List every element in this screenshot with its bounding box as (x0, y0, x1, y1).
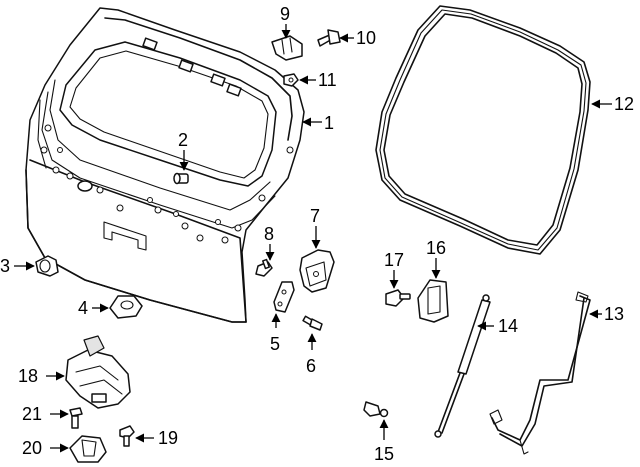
panel-holes (40, 124, 294, 244)
bolt-19 (119, 425, 135, 447)
bolt-17 (385, 289, 411, 307)
ball-stud (363, 401, 389, 418)
hinge-7 (299, 249, 335, 293)
callout-11: 11 (318, 70, 337, 90)
grommet (35, 255, 59, 277)
callout-21: 21 (22, 404, 42, 424)
callout-14: 14 (498, 316, 518, 336)
callout-labels: 1 2 3 4 5 6 7 8 9 10 11 12 13 14 15 16 1… (0, 4, 634, 464)
wire-harness (489, 291, 591, 455)
leader-lines (14, 24, 612, 453)
callout-16: 16 (426, 238, 446, 258)
strut-bracket (417, 279, 449, 323)
bolt-6 (302, 315, 323, 331)
support-strut (434, 294, 491, 438)
callout-6: 6 (306, 356, 316, 376)
bumper-stop (173, 172, 189, 185)
callout-15: 15 (374, 444, 394, 464)
bracket-9 (271, 35, 303, 61)
callout-7: 7 (310, 206, 320, 226)
callout-17: 17 (384, 250, 404, 270)
callout-3: 3 (0, 256, 10, 276)
callout-10: 10 (356, 28, 376, 48)
callout-18: 18 (18, 366, 38, 386)
callout-9: 9 (280, 4, 290, 24)
bolt-8 (255, 258, 273, 277)
nut-11 (283, 73, 299, 87)
hinge-bracket (273, 281, 295, 313)
liftgate-panel (25, 7, 305, 323)
callout-12: 12 (614, 94, 634, 114)
bolt-21 (69, 407, 83, 429)
latch-actuator (65, 335, 131, 409)
screw-10 (317, 29, 341, 47)
striker (69, 435, 107, 463)
callout-5: 5 (270, 334, 280, 354)
weatherstrip (375, 5, 591, 255)
callout-8: 8 (264, 224, 274, 244)
callout-1: 1 (324, 113, 334, 133)
callout-2: 2 (178, 130, 188, 150)
callout-20: 20 (22, 438, 42, 458)
callout-19: 19 (158, 428, 178, 448)
pad (109, 295, 143, 319)
callout-13: 13 (604, 304, 624, 324)
callout-4: 4 (78, 298, 88, 318)
